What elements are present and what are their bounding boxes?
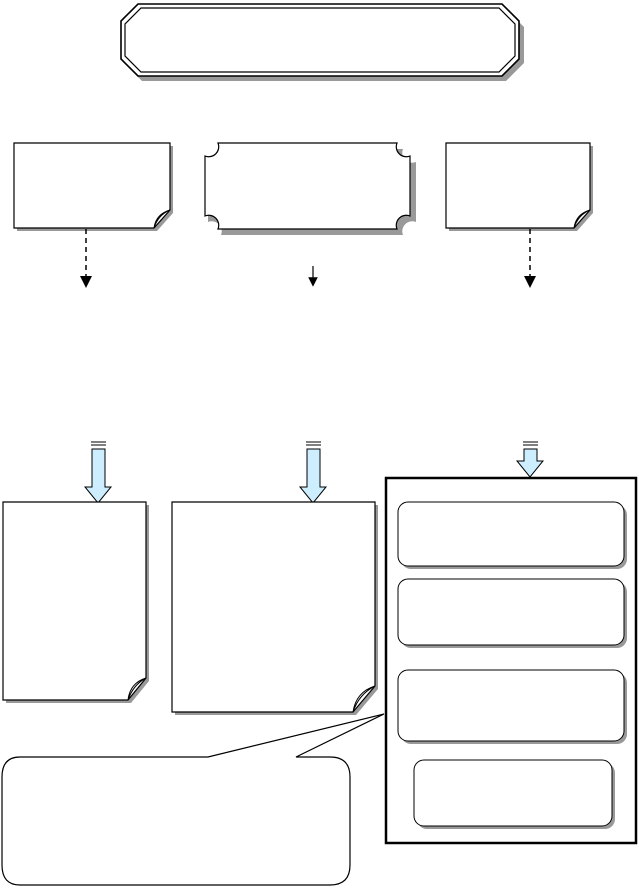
bottom-right-panel [384,476,638,845]
top-center-plaque-body [204,142,411,230]
top-right-note-body [445,142,591,229]
bottom-center-note [171,501,378,715]
bottom-left-note-body [2,501,147,701]
panel-box-4 [413,759,613,827]
top-right-note-fold [573,209,591,229]
block-arrow-center [298,441,328,504]
top-left-note-body [13,142,171,229]
callout-bubble-body [1,713,385,886]
callout-bubble [1,713,385,886]
title-box [120,3,524,81]
bottom-center-note-body [171,501,376,713]
title-box-outer [120,3,520,77]
panel-box-2 [397,578,625,646]
bottom-left-note-fold [127,677,147,701]
block-arrow-right [515,441,545,478]
top-left-note [13,142,173,231]
top-left-note-fold [153,209,171,229]
bottom-center-note-fold [352,685,376,713]
panel-box-1 [397,501,625,567]
panel-box-3 [397,669,625,742]
top-right-note [445,142,593,231]
bottom-left-note [2,501,149,703]
top-center-plaque [204,142,416,235]
block-arrow-left [83,441,113,504]
title-box-inner [124,7,516,73]
